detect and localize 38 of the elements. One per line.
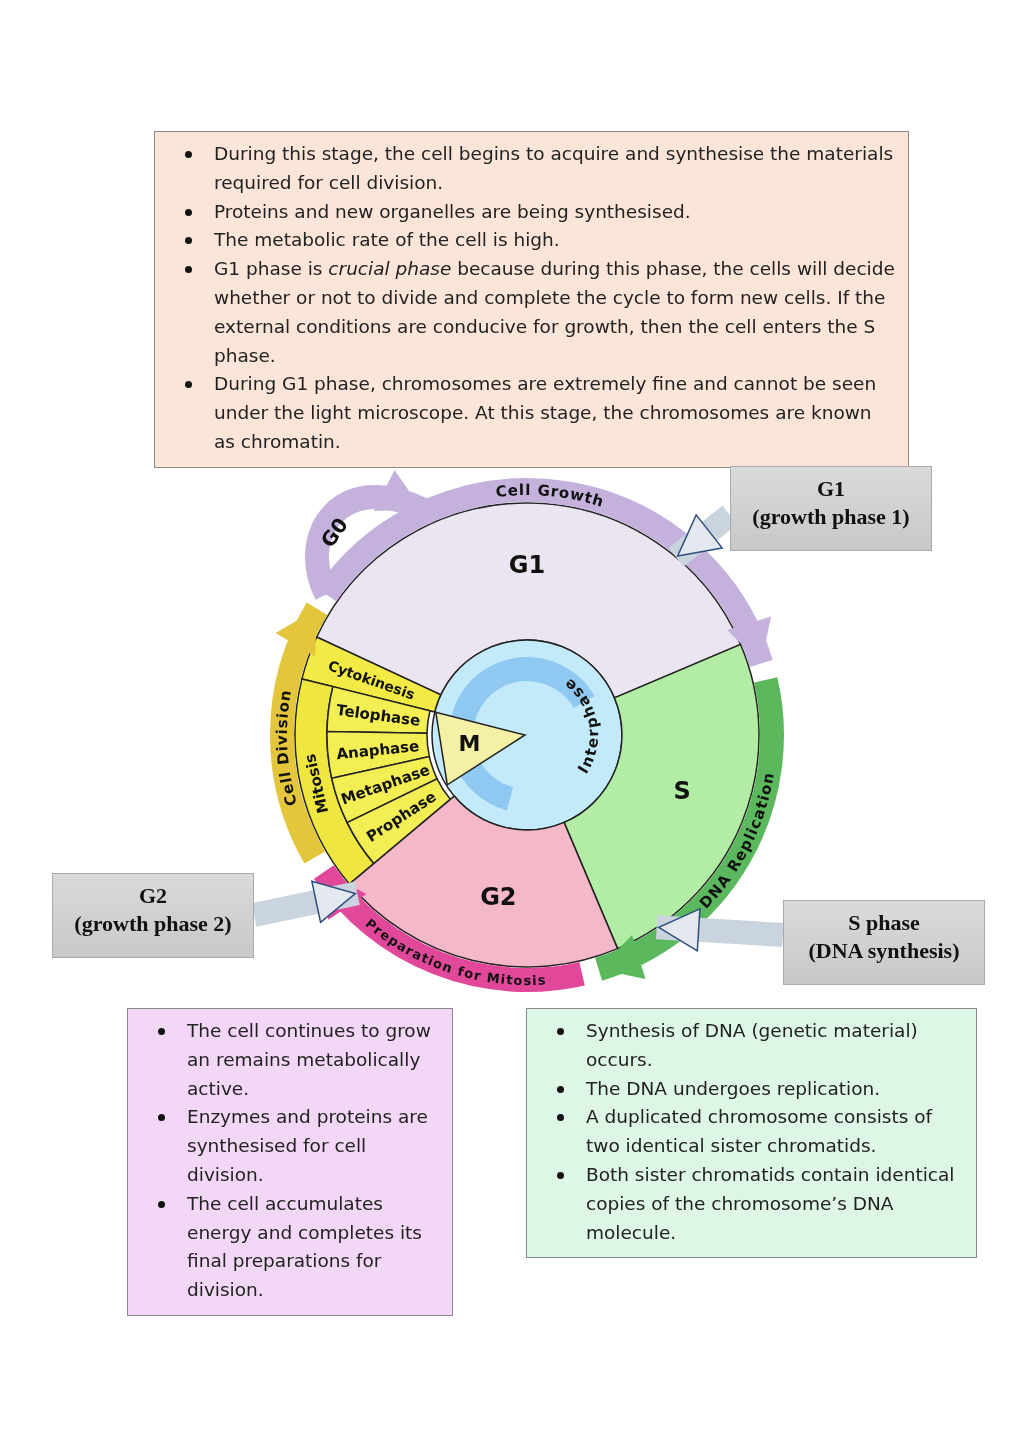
curved-arrow [314, 864, 585, 992]
edge-label: G0 [315, 513, 353, 552]
bullet-text: During G1 phase, chromosomes are extremely fine and cannot be seen under the light microscope. At this stage, the chromosomes are known as chromatin. [214, 372, 878, 454]
phase-label-box [52, 873, 254, 958]
phase-label-box [730, 466, 932, 551]
sector-label: Anaphase [335, 737, 420, 764]
bullet-text: The DNA undergoes replication. [586, 1076, 881, 1101]
arrow [655, 908, 784, 952]
phase-name: S phase [847, 909, 921, 937]
curved-arrow [270, 603, 328, 863]
phase-sector [434, 711, 527, 787]
phase-description: (growth phase 1) [751, 503, 911, 531]
sector-label: M [458, 730, 481, 756]
bullet-text: The cell continues to grow an remains metabolically active. [187, 1019, 432, 1101]
sector-label: S [673, 777, 691, 806]
bullet-text: During this stage, the cell begins to acquire and synthesise the materials required for cell division. [214, 142, 895, 195]
phase-name: G2 [137, 882, 169, 910]
phase-description: (growth phase 2) [73, 910, 233, 938]
phase-name: G1 [815, 475, 847, 503]
edge-label: Cell Growth [494, 481, 607, 511]
phase-description: (DNA synthesis) [807, 937, 961, 965]
bullet-text: Both sister chromatids contain identical copies of the chromosome’s DNA molecule. [586, 1163, 956, 1245]
bullet-text: Synthesis of DNA (genetic material) occurs. [586, 1019, 919, 1072]
bullet-text: The metabolic rate of the cell is high. [214, 228, 560, 253]
sector-label: G1 [508, 551, 546, 579]
note-box [127, 1008, 453, 1316]
note-box [526, 1008, 977, 1259]
phase-label-box [783, 900, 985, 985]
bullet-text: The cell accumulates energy and completes its final preparations for division. [187, 1191, 423, 1303]
bullet-text: G1 phase is crucial phase because during this phase, the cells will decide whether or not to divide and complete the cycle to form new cells. If the external conditions are conducive for growth, then the cell enters the S phase. [214, 257, 896, 368]
bullet-text: Enzymes and proteins are synthesised for cell division. [187, 1105, 429, 1187]
sector-label: Mitosis [300, 752, 333, 816]
bullet-text: Proteins and new organelles are being synthesised. [214, 199, 691, 224]
sector-label: G2 [480, 883, 517, 912]
bullet-text: A duplicated chromosome consists of two identical sister chromatids. [586, 1105, 934, 1159]
note-box [154, 131, 909, 468]
sector-label: Telophase [335, 701, 422, 730]
curved-arrow [305, 472, 427, 599]
